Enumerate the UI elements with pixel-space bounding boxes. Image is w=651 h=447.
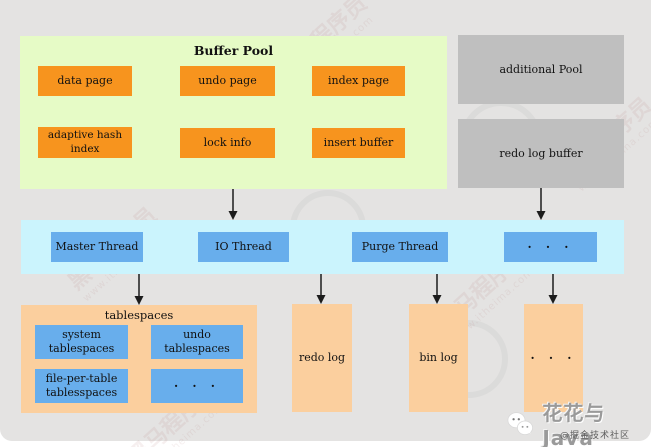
brand-subtitle: @掘金技术社区 (560, 431, 631, 441)
cell-other-tablespaces: · · · (151, 369, 243, 403)
cell-redo-log-buffer: redo log buffer (458, 119, 624, 188)
cell-undo-tablespaces: undo tablespaces (151, 325, 243, 359)
tablespaces-title: tablespaces (104, 308, 174, 322)
brand-name: 花花与Java (542, 401, 606, 447)
cell-other-files: · · · (524, 304, 583, 412)
cell-io-thread: IO Thread (198, 232, 289, 262)
cell-system-tablespaces: system tablespaces (35, 325, 128, 359)
brand-badge: 花花与Java (506, 397, 651, 447)
cell-file-per-table-tablespaces: file-per-table tablesspaces (35, 369, 128, 403)
buffer-pool-panel (20, 36, 447, 189)
cell-additional-pool: additional Pool (458, 35, 624, 104)
cell-bin-log: bin log (409, 304, 468, 412)
cell-index-page: index page (312, 66, 405, 96)
cell-data-page: data page (38, 66, 132, 96)
cell-insert-buffer: insert buffer (312, 128, 405, 158)
buffer-pool-title: Buffer Pool (193, 43, 274, 58)
cell-redo-log: redo log (292, 304, 352, 412)
cell-other-threads: · · · (504, 232, 597, 262)
cell-lock-info: lock info (180, 128, 275, 158)
cell-master-thread: Master Thread (51, 232, 143, 262)
cell-adaptive-hash-index: adaptive hash index (38, 127, 132, 158)
cell-purge-thread: Purge Thread (352, 232, 448, 262)
cell-undo-page: undo page (180, 66, 275, 96)
wechat-icon (507, 411, 533, 435)
